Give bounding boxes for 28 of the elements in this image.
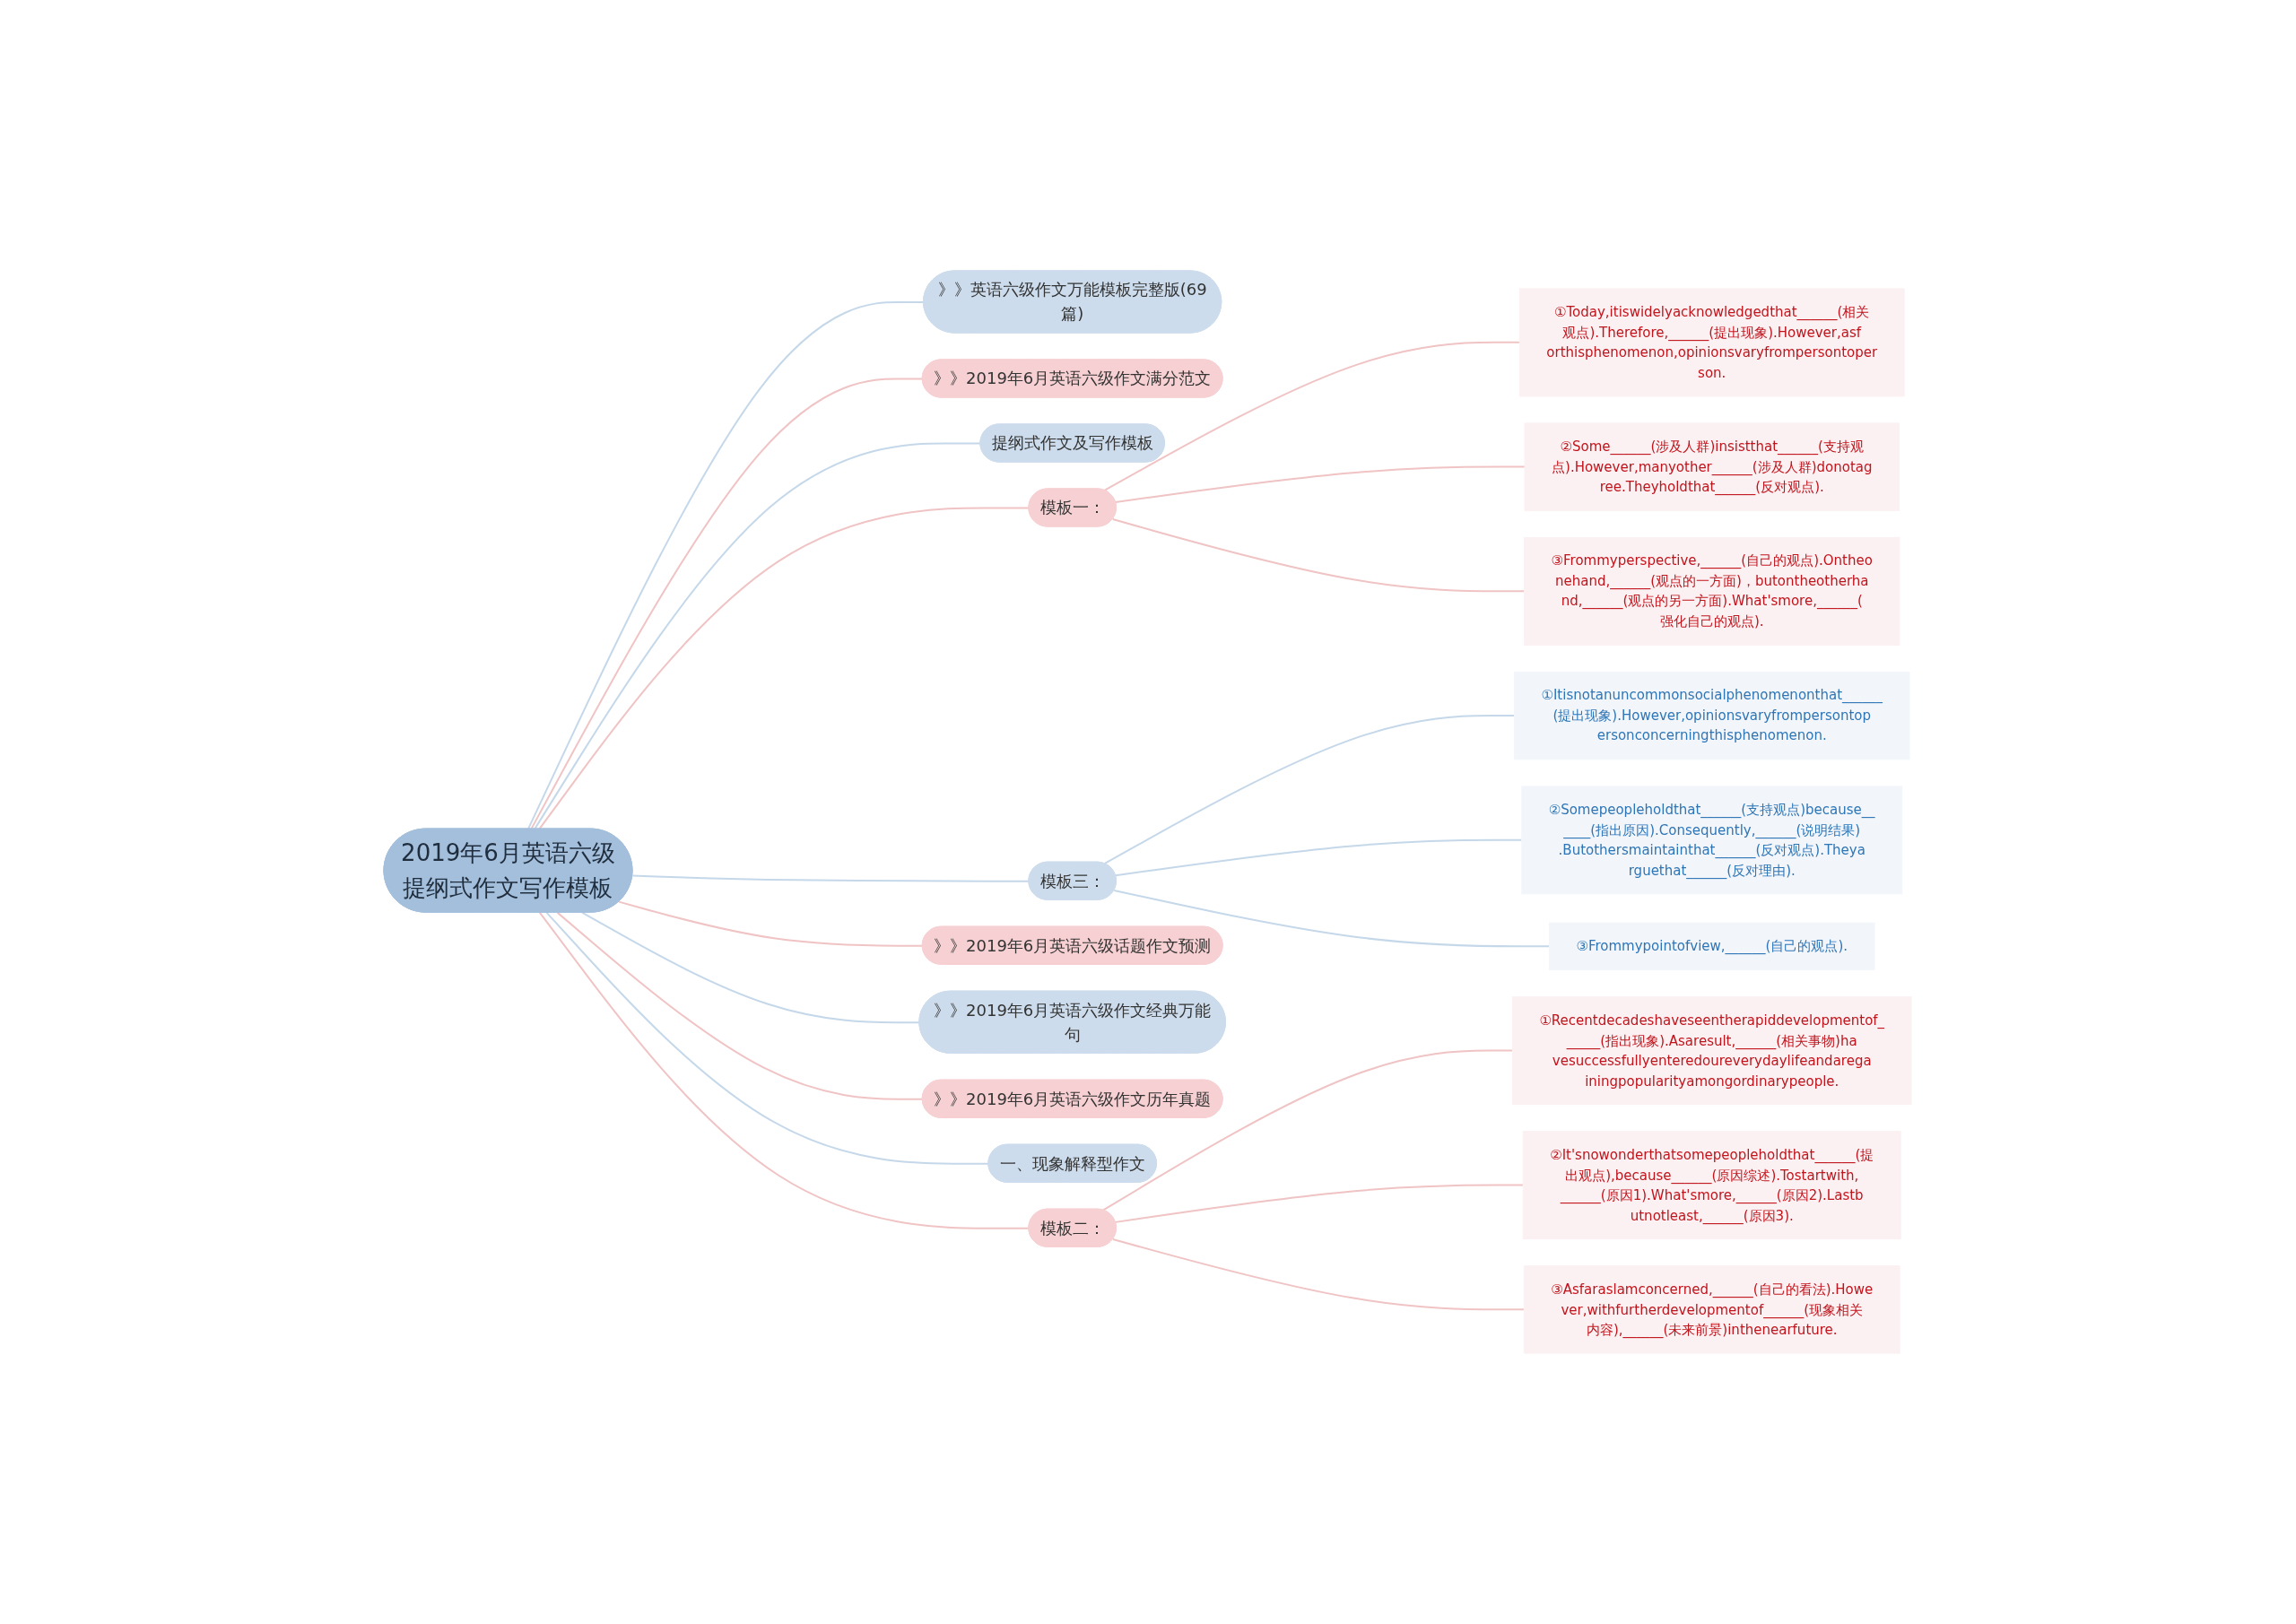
connector (556, 911, 925, 1100)
connector (538, 507, 1031, 830)
connector (1103, 715, 1516, 865)
connector (545, 911, 990, 1165)
connector (539, 911, 1031, 1229)
connector (1112, 1238, 1526, 1311)
node-box: ③Frommyperspective,______(自己的观点).Ontheonehand,______(观点的一方面)，butontheotherhand,______(观点的另一方面).What'smore,______(强化自己的观点). (1524, 536, 1900, 646)
connector (534, 442, 982, 830)
connector (1115, 838, 1524, 877)
node-box: ③Frommypointofview,______(自己的观点). (1549, 922, 1875, 971)
node-box: ①Itisnotanuncommonsocialphenomenonthat______(提出现象).However,opinionsvaryfrompersontopersonconcerningthisphenomenon. (1514, 671, 1910, 760)
node-box: ②Somepeopleholdthat______(支持观点)because______(指出原因).Consequently,______(说明结果).Butothersmaintainthat______(反对观点).Theyarguethat______(反对理由). (1521, 786, 1903, 895)
node-box: ①Recentdecadeshaveseentherapiddevelopmentof______(指出现象).Asaresult,______(相关事物)havesuccessfullyenteredoureverydaylifeandaregainingpopularityamongordinarypeople. (1512, 996, 1913, 1106)
connector (1103, 341, 1521, 491)
connector (618, 900, 925, 947)
node-box: ①Today,itiswidelyacknowledgedthat______(相关观点).Therefore,______(提出现象).However,asforthisphenomenon,opinionsvaryfrompersontoperson. (1519, 288, 1906, 397)
connector (581, 911, 921, 1024)
connector (631, 874, 1031, 882)
connector (1115, 1184, 1525, 1223)
connector (527, 300, 926, 830)
connector (530, 378, 925, 830)
connector (1115, 465, 1526, 503)
connector (1102, 1049, 1514, 1211)
connector (1113, 889, 1551, 948)
node-box: ②It'snowonderthatsomepeopleholdthat______(提出观点),because______(原因综述).Tostartwith,______(原因1).What'smore,______(原因2).Lastbutnotleast,______(原因3). (1523, 1131, 1902, 1240)
node-box: ③Asfaraslamconcerned,______(自己的看法).However,withfurtherdevelopmentof______(现象相关内容),______(未来前景)inthenearfuture. (1524, 1265, 1901, 1354)
node-box: ②Some______(涉及人群)insistthat______(支持观点).However,manyother______(涉及人群)donotagree.Theyholdthat______(反对观点). (1524, 422, 1900, 511)
connector (1112, 518, 1526, 593)
